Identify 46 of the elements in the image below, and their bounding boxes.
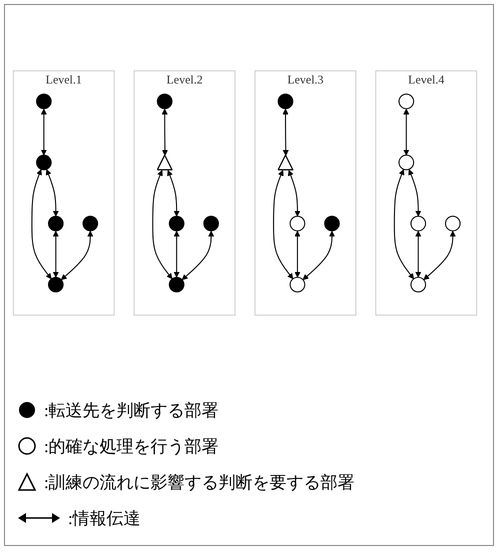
arrow — [273, 170, 294, 280]
node-circle — [168, 216, 184, 232]
node-circle — [444, 216, 461, 232]
node-circle — [290, 276, 306, 292]
node-circle — [398, 94, 414, 110]
arrow — [174, 230, 180, 278]
arrow — [394, 169, 414, 280]
arrow — [40, 108, 47, 156]
cluster: Level.1 — [12, 70, 115, 316]
node-circle — [203, 216, 219, 232]
node-circle — [48, 276, 64, 292]
arrow — [302, 230, 335, 280]
cluster: Level.2 — [134, 70, 236, 316]
node-circle — [36, 154, 52, 170]
node-circle — [168, 276, 184, 292]
arrow — [423, 230, 456, 280]
arrow — [403, 108, 410, 156]
arrow — [282, 108, 289, 156]
cluster: Level.4 — [375, 70, 478, 316]
legend-text: :情報伝達 — [68, 508, 141, 530]
arrow — [415, 230, 422, 278]
cluster: Level.3 — [254, 70, 356, 316]
arrow — [31, 169, 52, 280]
node-circle — [48, 216, 64, 232]
legend-text: :的確な処理を行う部署 — [44, 436, 219, 458]
node-circle — [410, 216, 426, 232]
arrow — [152, 170, 172, 280]
node-circle — [36, 94, 52, 110]
arrow — [162, 108, 168, 156]
arrow — [61, 230, 94, 280]
arrow — [52, 230, 59, 278]
node-circle — [324, 216, 340, 232]
node-circle — [290, 216, 306, 232]
arrow — [408, 169, 422, 216]
arrow — [182, 230, 214, 280]
node-circle — [410, 276, 426, 292]
legend-text: :転送先を判断する部署 — [44, 400, 219, 422]
arrow — [167, 170, 180, 216]
arrow — [288, 170, 300, 216]
node-circle — [82, 216, 98, 232]
node-circle — [278, 94, 294, 110]
legend-text: :訓練の流れに影響する判断を要する部署 — [44, 472, 355, 494]
node-circle — [156, 94, 172, 110]
arrow — [46, 169, 59, 216]
arrow — [294, 230, 300, 278]
node-circle — [398, 154, 414, 170]
